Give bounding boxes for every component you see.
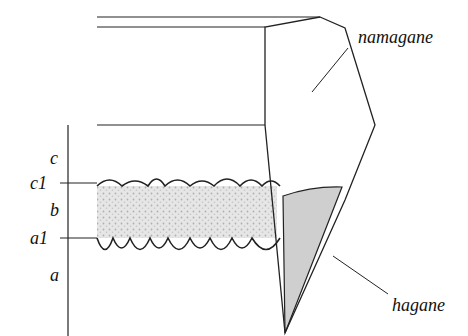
layer-label: b (50, 201, 59, 219)
part-label: namagane (358, 28, 433, 46)
layer-label: a (50, 266, 59, 284)
layer-label: c1 (30, 174, 47, 192)
layer-label: c (50, 149, 58, 167)
layer-label: a1 (30, 229, 48, 247)
part-label: hagane (392, 296, 445, 314)
